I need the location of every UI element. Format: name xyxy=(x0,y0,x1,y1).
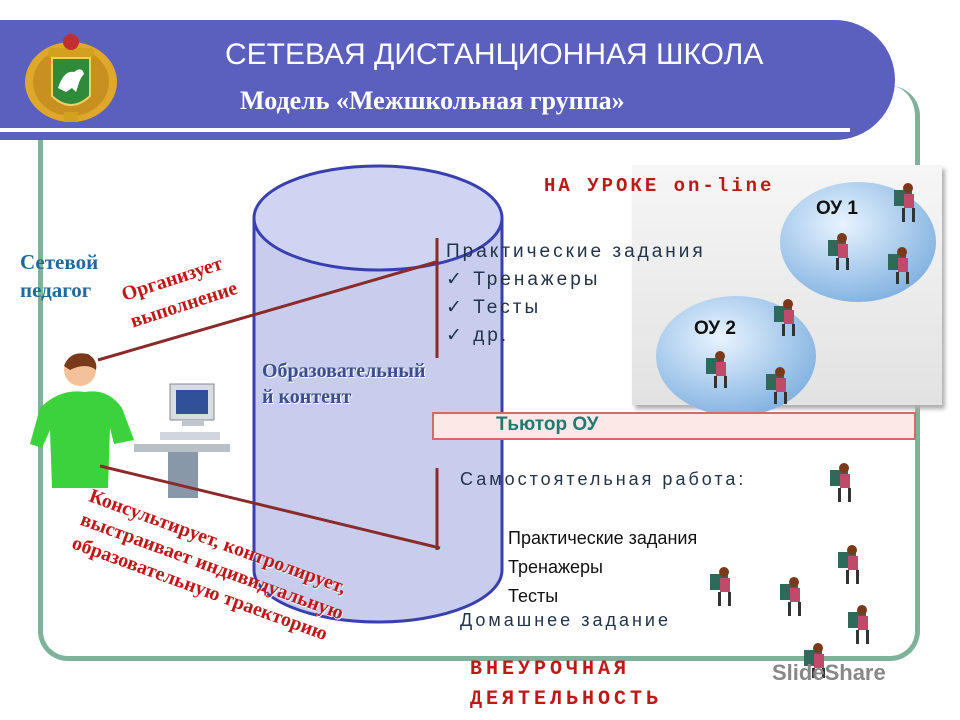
lesson-task-practical: Практические задания xyxy=(446,241,706,262)
extracurricular-label: ВНЕУРОЧНАЯ ДЕЯТЕЛЬНОСТЬ xyxy=(470,658,663,711)
tutor-bar xyxy=(432,412,916,440)
self-work-tests: Тесты xyxy=(508,586,559,606)
lesson-task-tests: ✓ Тесты xyxy=(446,297,542,318)
consult-line xyxy=(99,464,441,550)
coat-of-arms-icon xyxy=(25,34,117,122)
content-label: Образовательный й контент xyxy=(262,360,426,408)
online-lesson-label: НА УРОКЕ on-line xyxy=(544,175,775,197)
slideshare-watermark: SlideShare xyxy=(772,660,886,685)
slide-subtitle: Модель «Межшкольная группа» xyxy=(240,86,625,115)
organize-line xyxy=(97,260,437,362)
homework-label: Домашнее задание xyxy=(460,610,671,630)
school-bubbles: ОУ 1 ОУ 2 xyxy=(656,182,936,416)
header-band xyxy=(0,20,895,140)
teacher-label: Сетевой педагог xyxy=(20,250,99,302)
self-work-trainers: Тренажеры xyxy=(508,557,603,577)
lesson-task-other: ✓ др. xyxy=(446,325,510,346)
content-cylinder xyxy=(252,164,504,624)
tutor-label: Тьютор ОУ xyxy=(496,414,599,435)
slide-title: СЕТЕВАЯ ДИСТАНЦИОННАЯ ШКОЛА xyxy=(225,38,764,71)
self-work-list: Практические задания Тренажеры Тесты xyxy=(508,524,697,611)
student-icons xyxy=(706,183,915,404)
header-underline xyxy=(0,128,850,132)
teacher-at-computer-icon xyxy=(30,353,230,498)
school-2-label: ОУ 2 xyxy=(694,318,736,339)
lesson-task-list: Практические задания ✓ Тренажеры ✓ Тесты… xyxy=(446,238,706,350)
lesson-task-trainers: ✓ Тренажеры xyxy=(446,269,601,290)
self-work-title: Самостоятельная работа: xyxy=(460,469,747,489)
self-work-practical: Практические задания xyxy=(508,528,698,548)
independent-students xyxy=(710,463,869,678)
school-1-label: ОУ 1 xyxy=(816,198,858,219)
